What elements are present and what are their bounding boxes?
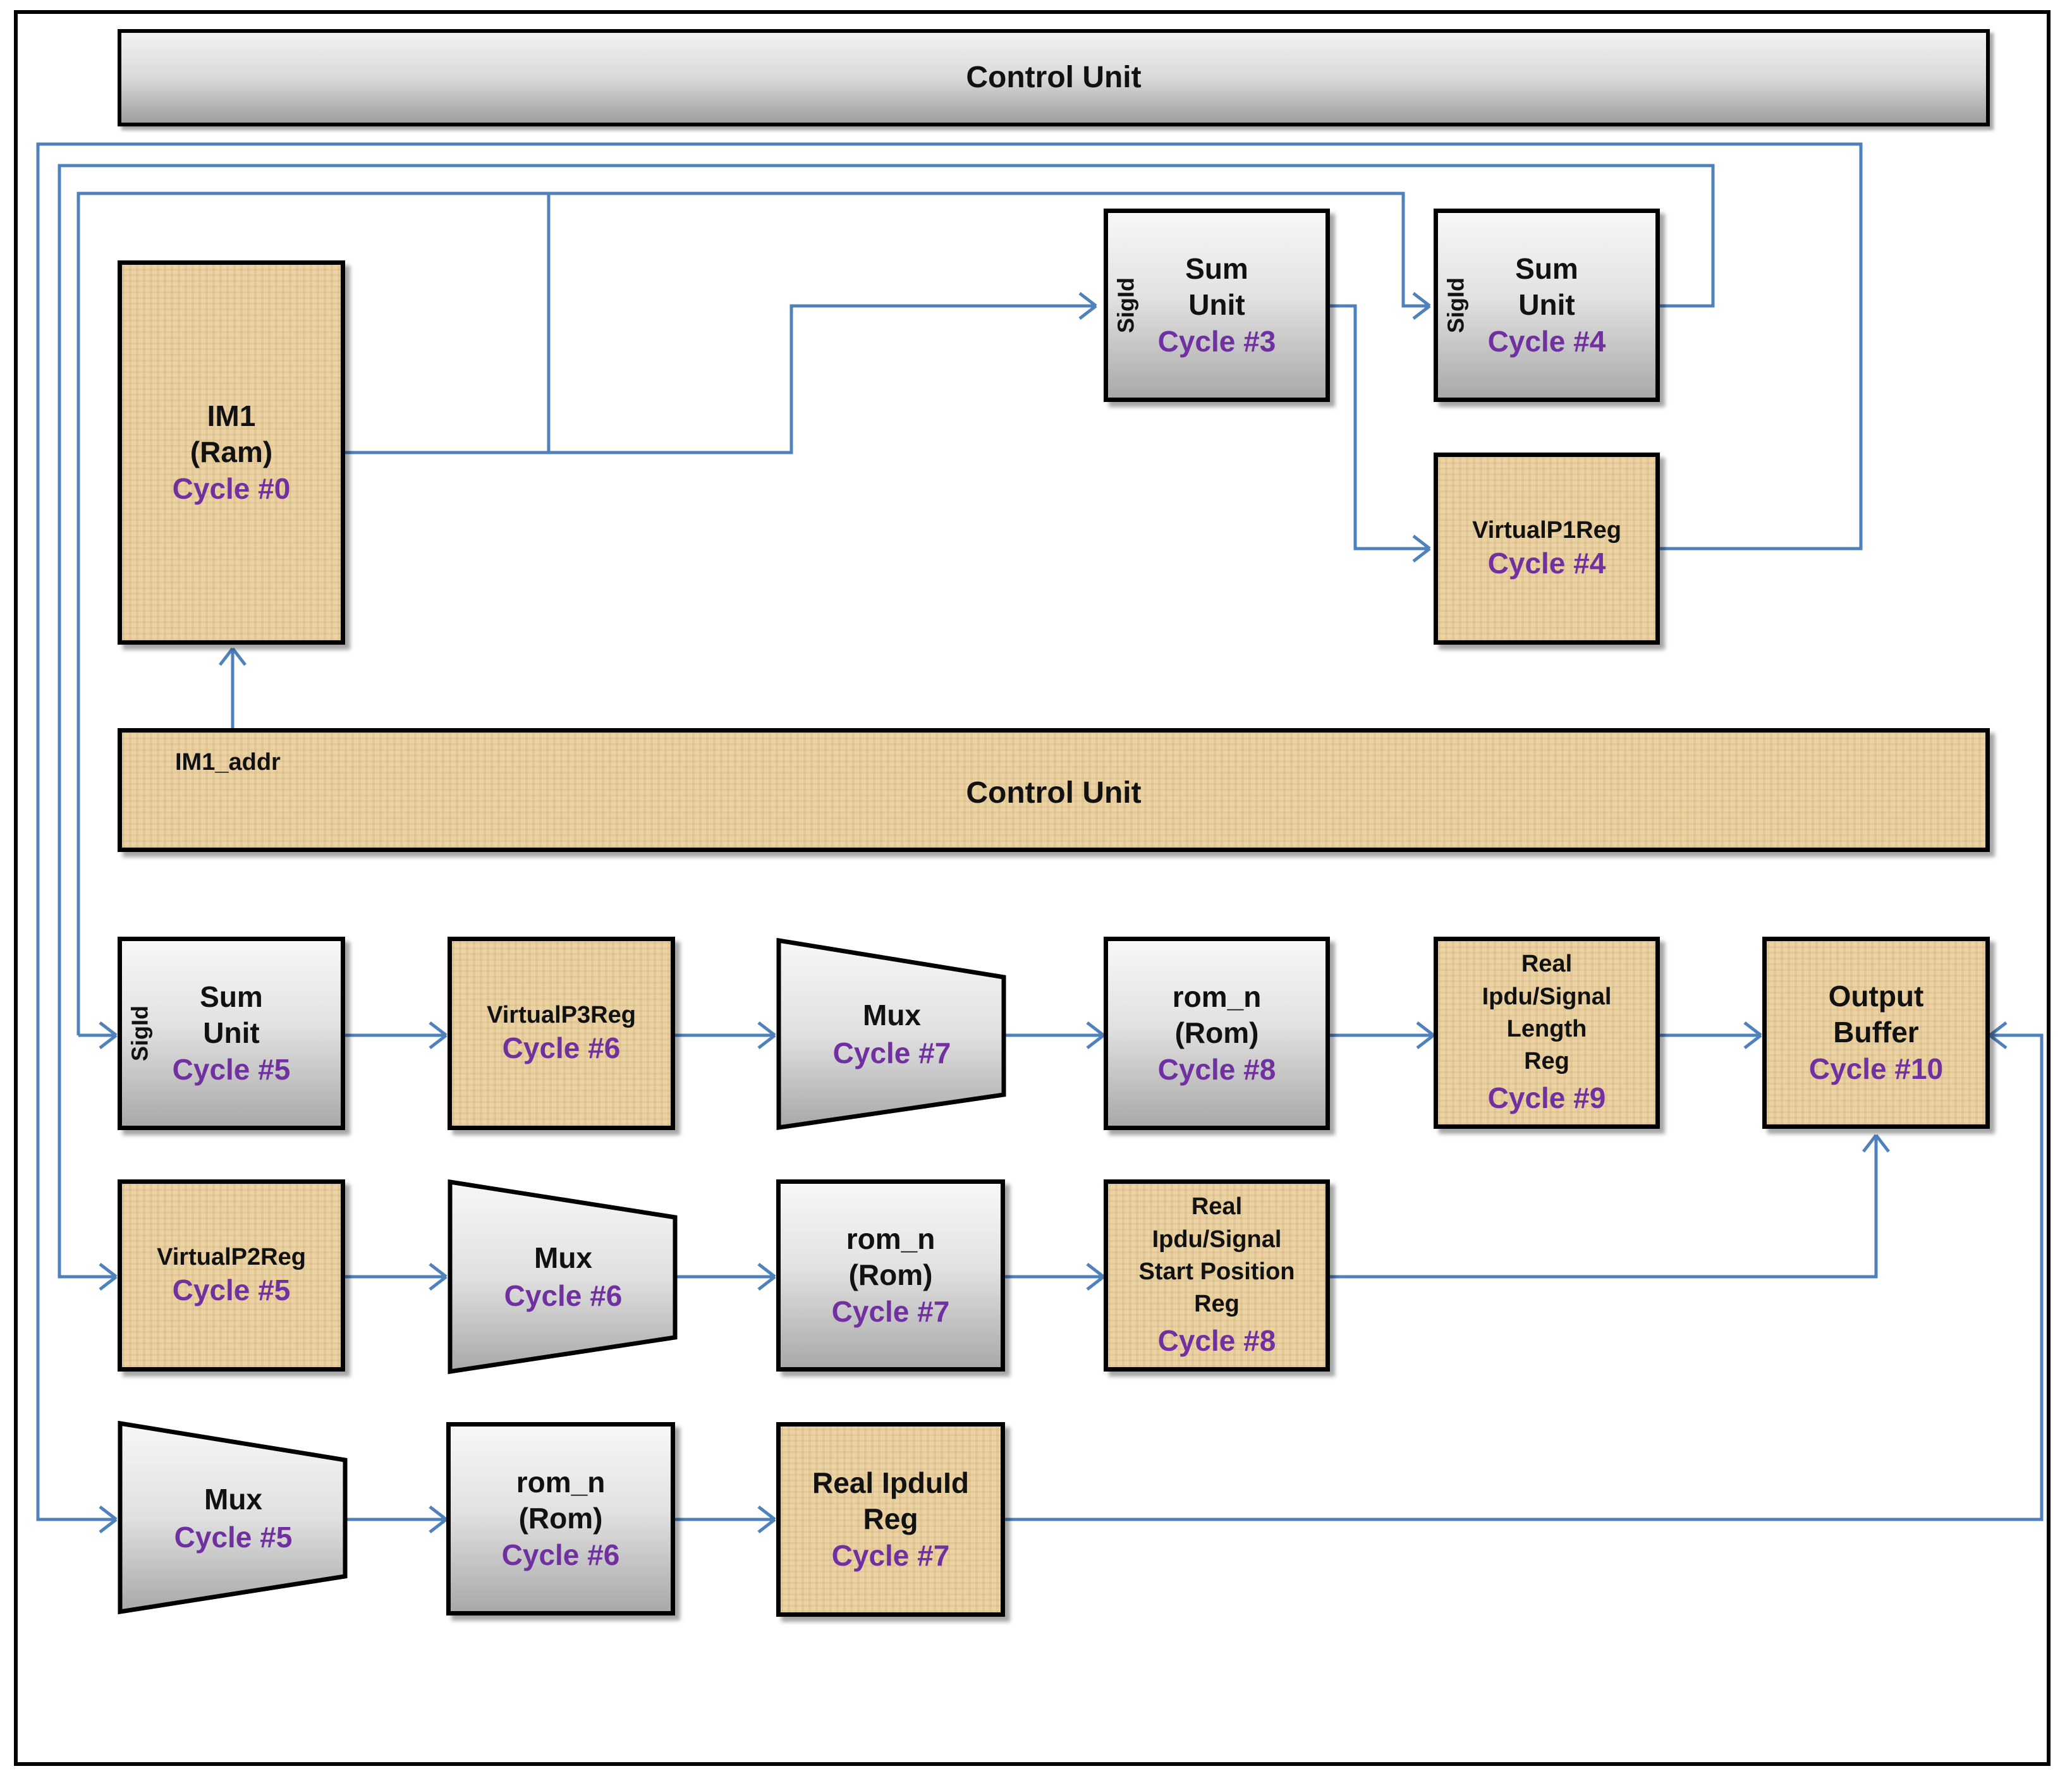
control-unit-block: IM1_addr Control Unit: [118, 728, 1990, 852]
vp2-title: VirtualP2Reg: [157, 1243, 306, 1270]
len9-line1: Real: [1521, 951, 1573, 978]
length-reg-cycle9: Real Ipdu/Signal Length Reg Cycle #9: [1434, 937, 1660, 1129]
im1-addr-label: IM1_addr: [175, 749, 281, 776]
virtual-p1-reg: VirtualP1Reg Cycle #4: [1434, 453, 1660, 645]
wire-sum3-to-vp1: [1330, 304, 1430, 551]
wire-vp1-to-mux5: [36, 142, 1863, 1521]
sum3-sigid-port: SigId: [1112, 277, 1139, 333]
mux-cycle5-shape: [118, 1421, 348, 1615]
rom8-line2: (Rom): [1174, 1016, 1259, 1050]
mux6-title: Mux: [534, 1241, 592, 1275]
sum5-line2: Unit: [203, 1016, 260, 1050]
wire-im1-to-sum3: [345, 304, 1096, 454]
rom7-cycle: Cycle #7: [831, 1294, 950, 1328]
rom6-line2: (Rom): [518, 1502, 603, 1535]
start8-line3: Start Position: [1138, 1258, 1295, 1285]
vp3-title: VirtualP3Reg: [487, 1001, 636, 1028]
sum4-line2: Unit: [1518, 288, 1575, 322]
sum-unit-cycle5: SigId Sum Unit Cycle #5: [118, 937, 345, 1130]
top-control-unit-label: Control Unit: [966, 61, 1142, 94]
sum4-cycle: Cycle #4: [1487, 324, 1606, 358]
mux-cycle6: Mux Cycle #6: [446, 1179, 680, 1375]
vp3-cycle: Cycle #6: [502, 1031, 621, 1064]
im1-title: IM1: [207, 399, 256, 432]
mux-cycle7: Mux Cycle #7: [775, 938, 1009, 1131]
out10-cycle: Cycle #10: [1808, 1052, 1944, 1085]
sum-unit-cycle3: SigId Sum Unit Cycle #3: [1104, 209, 1330, 402]
sum-unit-cycle4: SigId Sum Unit Cycle #4: [1434, 209, 1660, 402]
wire-sum4-to-vp2: [58, 164, 1715, 1279]
rom7-line1: rom_n: [846, 1222, 935, 1255]
im1-subtitle: (Ram): [190, 435, 273, 469]
top-control-unit: Control Unit: [118, 29, 1990, 126]
ipdu7-cycle: Cycle #7: [831, 1538, 950, 1572]
sum5-sigid-port: SigId: [126, 1006, 153, 1061]
sum3-cycle: Cycle #3: [1157, 324, 1276, 358]
sum3-line1: Sum: [1185, 252, 1248, 285]
rom-cycle8: rom_n (Rom) Cycle #8: [1104, 937, 1330, 1130]
wire-to-sum4-and-sum5: [76, 192, 1430, 1035]
ipdu7-line2: Reg: [863, 1502, 918, 1536]
sum4-sigid-port: SigId: [1442, 277, 1469, 333]
wire-start-to-output: [1330, 1135, 1878, 1279]
start8-cycle: Cycle #8: [1157, 1324, 1276, 1357]
vp1-cycle: Cycle #4: [1487, 547, 1606, 580]
rom6-line1: rom_n: [516, 1465, 606, 1499]
rom7-line2: (Rom): [848, 1258, 933, 1292]
mux-cycle6-shape: [448, 1179, 678, 1375]
diagram-frame: [14, 10, 2051, 1766]
start-position-reg-cycle8: Real Ipdu/Signal Start Position Reg Cycl…: [1104, 1179, 1330, 1372]
out10-line1: Output: [1828, 979, 1924, 1013]
output-buffer: Output Buffer Cycle #10: [1762, 937, 1990, 1129]
im1-cycle: Cycle #0: [172, 472, 291, 505]
mux7-title: Mux: [863, 999, 921, 1032]
start8-line1: Real: [1191, 1193, 1243, 1220]
mux5-title: Mux: [204, 1483, 262, 1516]
rom6-cycle: Cycle #6: [501, 1538, 620, 1571]
sum3-line2: Unit: [1188, 288, 1245, 322]
mux-cycle5: Mux Cycle #5: [116, 1421, 350, 1617]
mux-cycle7-shape: [776, 938, 1006, 1131]
rom-cycle7: rom_n (Rom) Cycle #7: [776, 1179, 1005, 1372]
wire-ipdu-to-output: [1005, 1033, 2044, 1521]
start8-line2: Ipdu/Signal: [1152, 1226, 1282, 1253]
len9-line3: Length: [1506, 1015, 1587, 1042]
rom-cycle6: rom_n (Rom) Cycle #6: [446, 1422, 675, 1616]
len9-line2: Ipdu/Signal: [1482, 983, 1612, 1010]
mux6-cycle: Cycle #6: [504, 1279, 623, 1312]
start8-line4: Reg: [1194, 1291, 1240, 1318]
len9-cycle: Cycle #9: [1487, 1081, 1606, 1114]
sum5-line1: Sum: [200, 980, 263, 1013]
out10-line2: Buffer: [1833, 1016, 1919, 1049]
vp1-title: VirtualP1Reg: [1472, 516, 1621, 544]
ipdu7-line1: Real IpduId: [812, 1466, 969, 1499]
rom8-cycle: Cycle #8: [1157, 1052, 1276, 1086]
im1-ram-block: IM1 (Ram) Cycle #0: [118, 260, 345, 645]
rom8-line1: rom_n: [1172, 980, 1262, 1013]
virtual-p2-reg: VirtualP2Reg Cycle #5: [118, 1179, 345, 1372]
vp2-cycle: Cycle #5: [172, 1274, 291, 1306]
virtual-p3-reg: VirtualP3Reg Cycle #6: [448, 937, 675, 1130]
sum4-line1: Sum: [1515, 252, 1578, 285]
mux5-cycle: Cycle #5: [174, 1521, 293, 1554]
mux7-cycle: Cycle #7: [832, 1037, 951, 1069]
ipdu-id-reg-cycle7: Real IpduId Reg Cycle #7: [776, 1422, 1005, 1617]
control-unit-label: Control Unit: [966, 776, 1142, 810]
len9-line4: Reg: [1524, 1048, 1569, 1075]
sum5-cycle: Cycle #5: [172, 1052, 291, 1086]
